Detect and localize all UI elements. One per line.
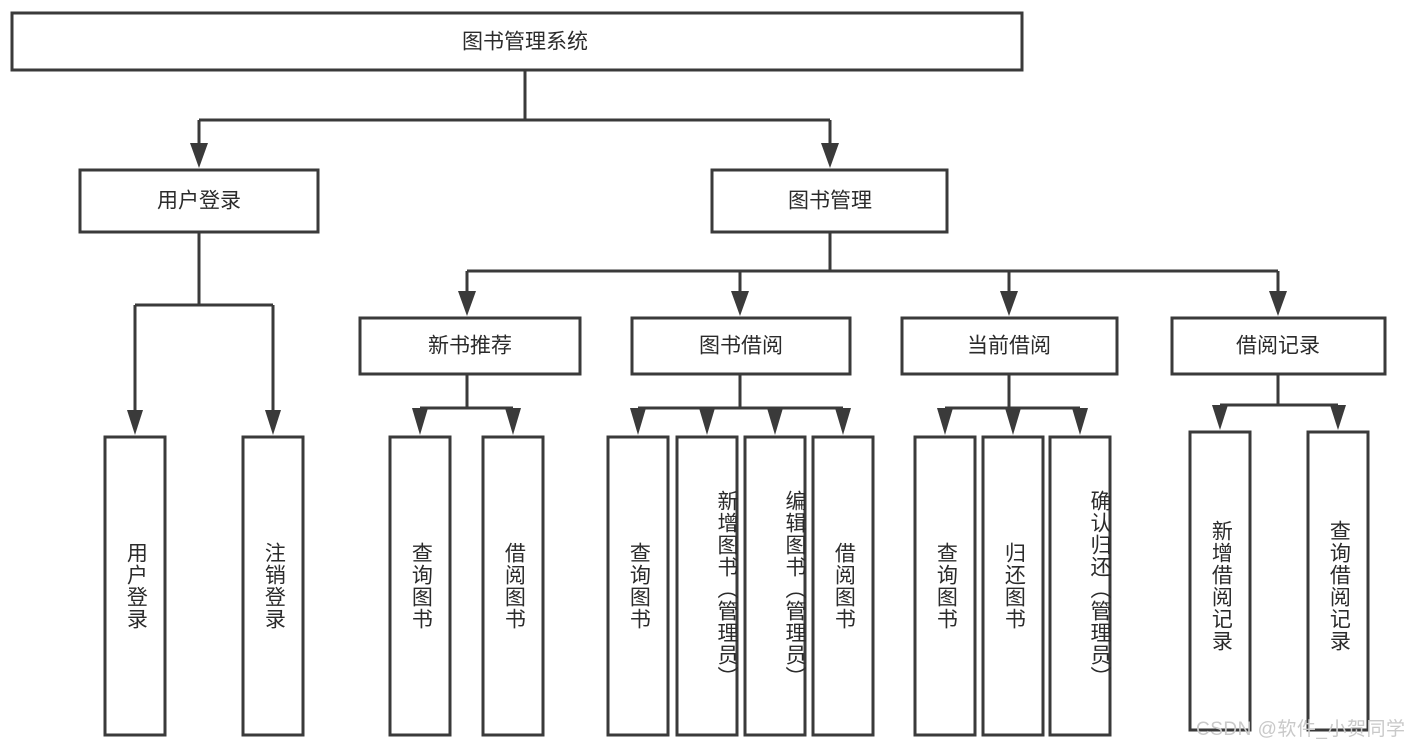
node-current-borrow-box[interactable] (900, 316, 1119, 376)
connector-group-book-borrow (630, 374, 851, 435)
arrow-head-leaf-borrow-book-1 (505, 408, 521, 435)
leaf-query-book-2-box[interactable] (606, 435, 670, 737)
arrow-head-book-borrow (731, 291, 749, 316)
connector-group-user-login (127, 232, 281, 435)
node-book-borrow[interactable]: 图书借阅 (630, 316, 852, 376)
arrow-head-leaf-edit-book (767, 408, 783, 435)
node-book-management[interactable]: 图书管理 (710, 168, 949, 234)
node-new-book-recommend-label: 新书推荐 (428, 335, 512, 358)
leaf-add-record-box[interactable] (1188, 430, 1252, 732)
arrow-head-leaf-add-record (1212, 405, 1228, 430)
arrow-head-leaf-borrow-book-2 (835, 408, 851, 435)
arrow-head-leaf-confirm-return (1072, 408, 1088, 435)
node-borrow-record-box[interactable] (1170, 316, 1387, 376)
arrow-head-leaf-logout (265, 410, 281, 435)
leaf-confirm-return-box[interactable] (1048, 435, 1112, 737)
leaf-borrow-book-2-box[interactable] (811, 435, 875, 737)
arrow-head-book-management (821, 143, 839, 168)
arrow-head-borrow-record (1269, 291, 1287, 316)
leaf-query-book-1-box[interactable] (388, 435, 452, 737)
arrow-head-new-book-recommend (458, 291, 476, 316)
node-new-book-recommend-box[interactable] (358, 316, 582, 376)
leaf-return-book-box[interactable] (981, 435, 1045, 737)
node-current-borrow[interactable]: 当前借阅 (900, 316, 1119, 376)
connector-group-book-management (458, 232, 1287, 316)
leaf-edit-book-box[interactable] (743, 435, 807, 737)
csdn-watermark: CSDN @软件_小贺同学 (1196, 719, 1405, 740)
arrow-head-leaf-query-book-2 (630, 408, 646, 435)
leaf-query-book-3-box[interactable] (913, 435, 977, 737)
arrow-head-current-borrow (1000, 291, 1018, 316)
node-book-borrow-label: 图书借阅 (699, 335, 783, 358)
arrow-head-user-login (190, 143, 208, 168)
node-current-borrow-label: 当前借阅 (967, 335, 1051, 358)
node-user-login[interactable]: 用户登录 (78, 168, 320, 234)
leaf-user-login-box[interactable] (103, 435, 167, 737)
node-user-login-box[interactable] (78, 168, 320, 234)
leaf-add-book-box[interactable] (675, 435, 739, 737)
node-book-management-box[interactable] (710, 168, 949, 234)
leaf-boxes (103, 430, 1370, 737)
node-root-box[interactable] (10, 11, 1024, 72)
arrow-head-leaf-query-book-3 (937, 408, 953, 435)
leaf-borrow-book-1-box[interactable] (481, 435, 545, 737)
node-root[interactable]: 图书管理系统 (10, 11, 1024, 72)
arrow-head-leaf-add-book (699, 408, 715, 435)
node-user-login-label: 用户登录 (157, 190, 241, 213)
leaf-query-record-box[interactable] (1306, 430, 1370, 732)
arrow-head-leaf-query-record (1330, 405, 1346, 430)
leaf-logout-box[interactable] (241, 435, 305, 737)
node-root-label: 图书管理系统 (462, 31, 588, 54)
node-new-book-recommend[interactable]: 新书推荐 (358, 316, 582, 376)
arrow-head-leaf-user-login (127, 410, 143, 435)
connector-group-new-book-recommend (412, 374, 521, 435)
node-borrow-record[interactable]: 借阅记录 (1170, 316, 1387, 376)
arrow-head-leaf-query-book-1 (412, 408, 428, 435)
arrow-head-leaf-return-book (1005, 408, 1021, 435)
connector-group-borrow-record (1212, 374, 1346, 430)
node-borrow-record-label: 借阅记录 (1236, 335, 1320, 358)
connector-group-root (190, 70, 839, 168)
node-book-borrow-box[interactable] (630, 316, 852, 376)
connector-group-current-borrow (937, 374, 1088, 435)
node-book-management-label: 图书管理 (788, 190, 872, 213)
